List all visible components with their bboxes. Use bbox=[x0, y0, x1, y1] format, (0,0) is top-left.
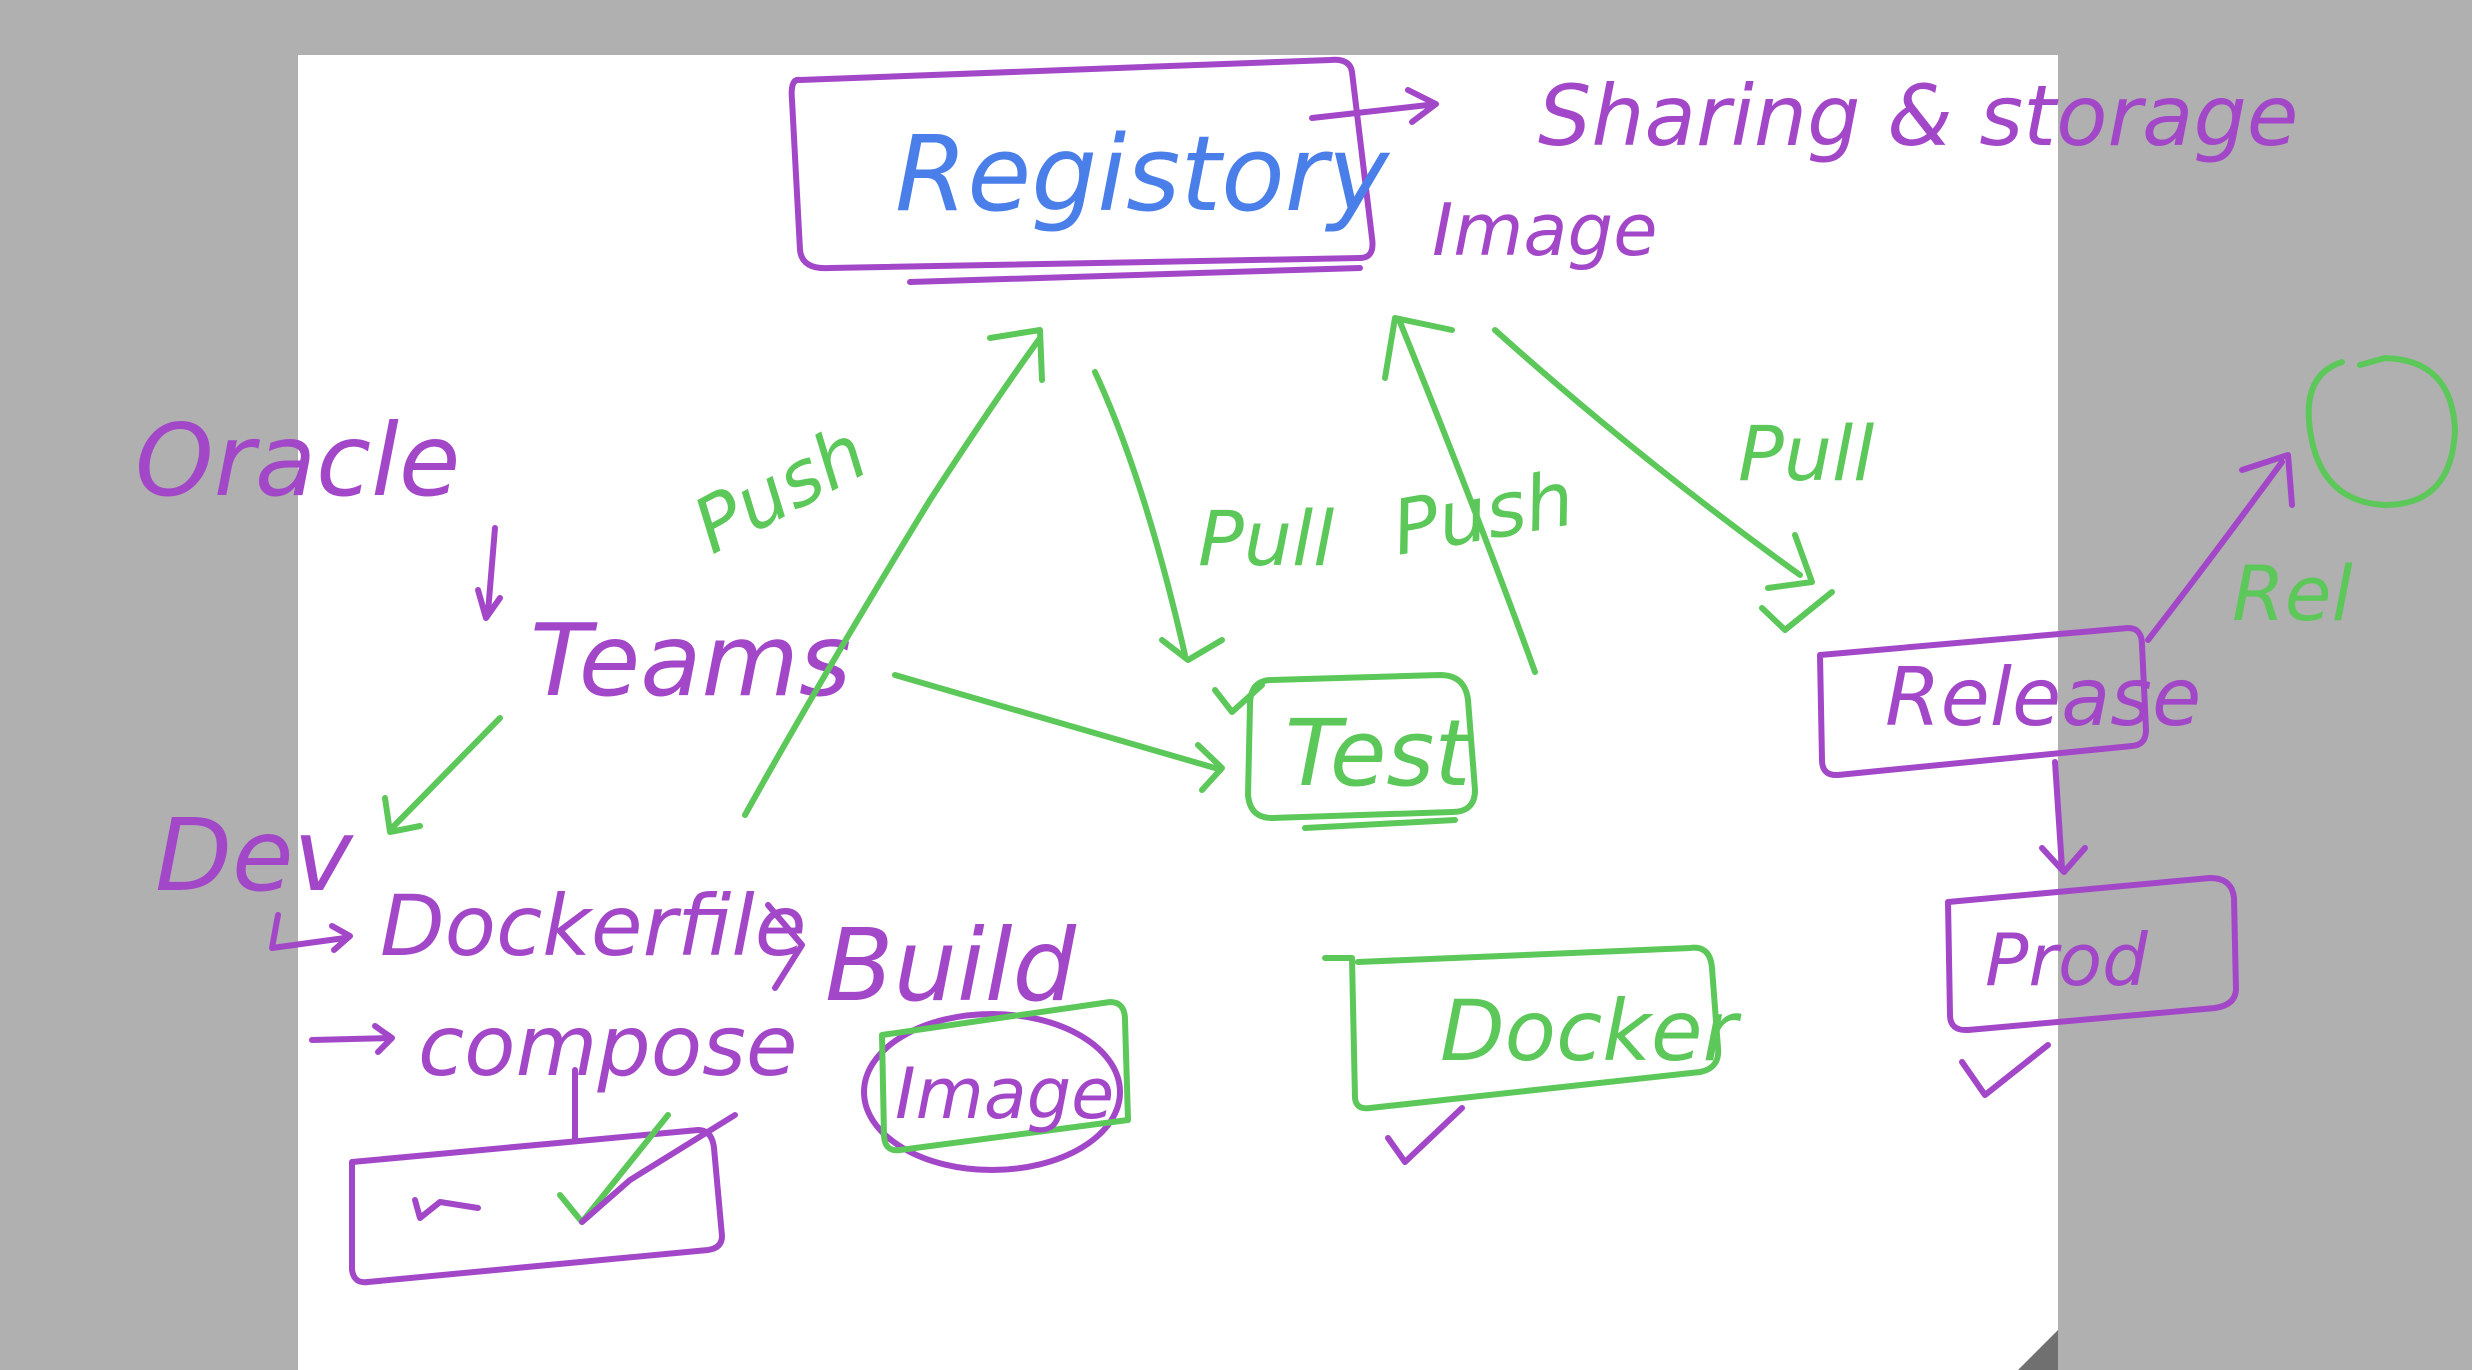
test-box-tick bbox=[1212, 682, 1265, 715]
build-label: Build bbox=[825, 907, 1077, 1024]
oracle-to-teams-arrow bbox=[475, 525, 503, 621]
rel-label: Rel bbox=[2232, 549, 2353, 638]
dockerfile-bullet-arrow bbox=[269, 912, 353, 953]
image-bottom-ellipse bbox=[861, 1011, 1123, 1173]
pull-to-test-arrow bbox=[1092, 369, 1225, 663]
teams-label: Teams bbox=[530, 602, 851, 719]
image-top-label: Image bbox=[1432, 188, 1658, 272]
release-box bbox=[1817, 625, 2149, 779]
compose-box-tick-purple bbox=[412, 1197, 481, 1221]
test-underline bbox=[1302, 817, 1458, 831]
release-to-prod-arrow bbox=[2039, 759, 2088, 875]
push-to-registry-arrow bbox=[742, 327, 1045, 818]
release-to-rel-arrow bbox=[2145, 452, 2295, 643]
compose-bullet-arrow bbox=[309, 1023, 395, 1055]
push-from-test-arrow bbox=[1382, 315, 1538, 675]
compose-label: compose bbox=[418, 997, 798, 1095]
registry-to-sharing-arrow bbox=[1309, 87, 1439, 125]
docker-label: Docker bbox=[1440, 982, 1742, 1080]
test-label: Test bbox=[1285, 700, 1473, 807]
registry-label: Registory bbox=[895, 113, 1391, 235]
image-bottom-label: Image bbox=[895, 1053, 1114, 1135]
pull-to-release-arrow bbox=[1492, 327, 1815, 591]
sharing-storage-label: Sharing & storage bbox=[1538, 67, 2298, 165]
teams-to-test-arrow bbox=[892, 672, 1225, 793]
release-tick bbox=[1759, 589, 1835, 633]
dockerfile-label: Dockerfile bbox=[380, 877, 806, 975]
registry-box bbox=[788, 56, 1376, 272]
image-bottom-box bbox=[879, 999, 1131, 1154]
oracle-label: Oracle bbox=[135, 402, 460, 519]
prod-label: Prod bbox=[1985, 918, 2149, 1002]
dockerfile-to-build-arrow bbox=[765, 902, 805, 991]
pull-right-label: Pull bbox=[1738, 409, 1874, 498]
docker-check-icon bbox=[1385, 1105, 1465, 1165]
registry-box-underline bbox=[907, 265, 1363, 285]
test-box bbox=[1245, 672, 1478, 821]
prod-check-icon bbox=[1959, 1042, 2051, 1098]
compose-check-tail bbox=[579, 1112, 738, 1225]
docker-box bbox=[1322, 944, 1722, 1112]
dev-label: Dev bbox=[155, 797, 355, 914]
page-corner-fold bbox=[2018, 1330, 2058, 1370]
rel-circle bbox=[2305, 355, 2458, 508]
prod-box bbox=[1945, 875, 2239, 1034]
teams-to-dev-arrow bbox=[382, 715, 503, 835]
release-label: Release bbox=[1885, 651, 2201, 744]
pull-mid-label: Pull bbox=[1198, 494, 1334, 583]
